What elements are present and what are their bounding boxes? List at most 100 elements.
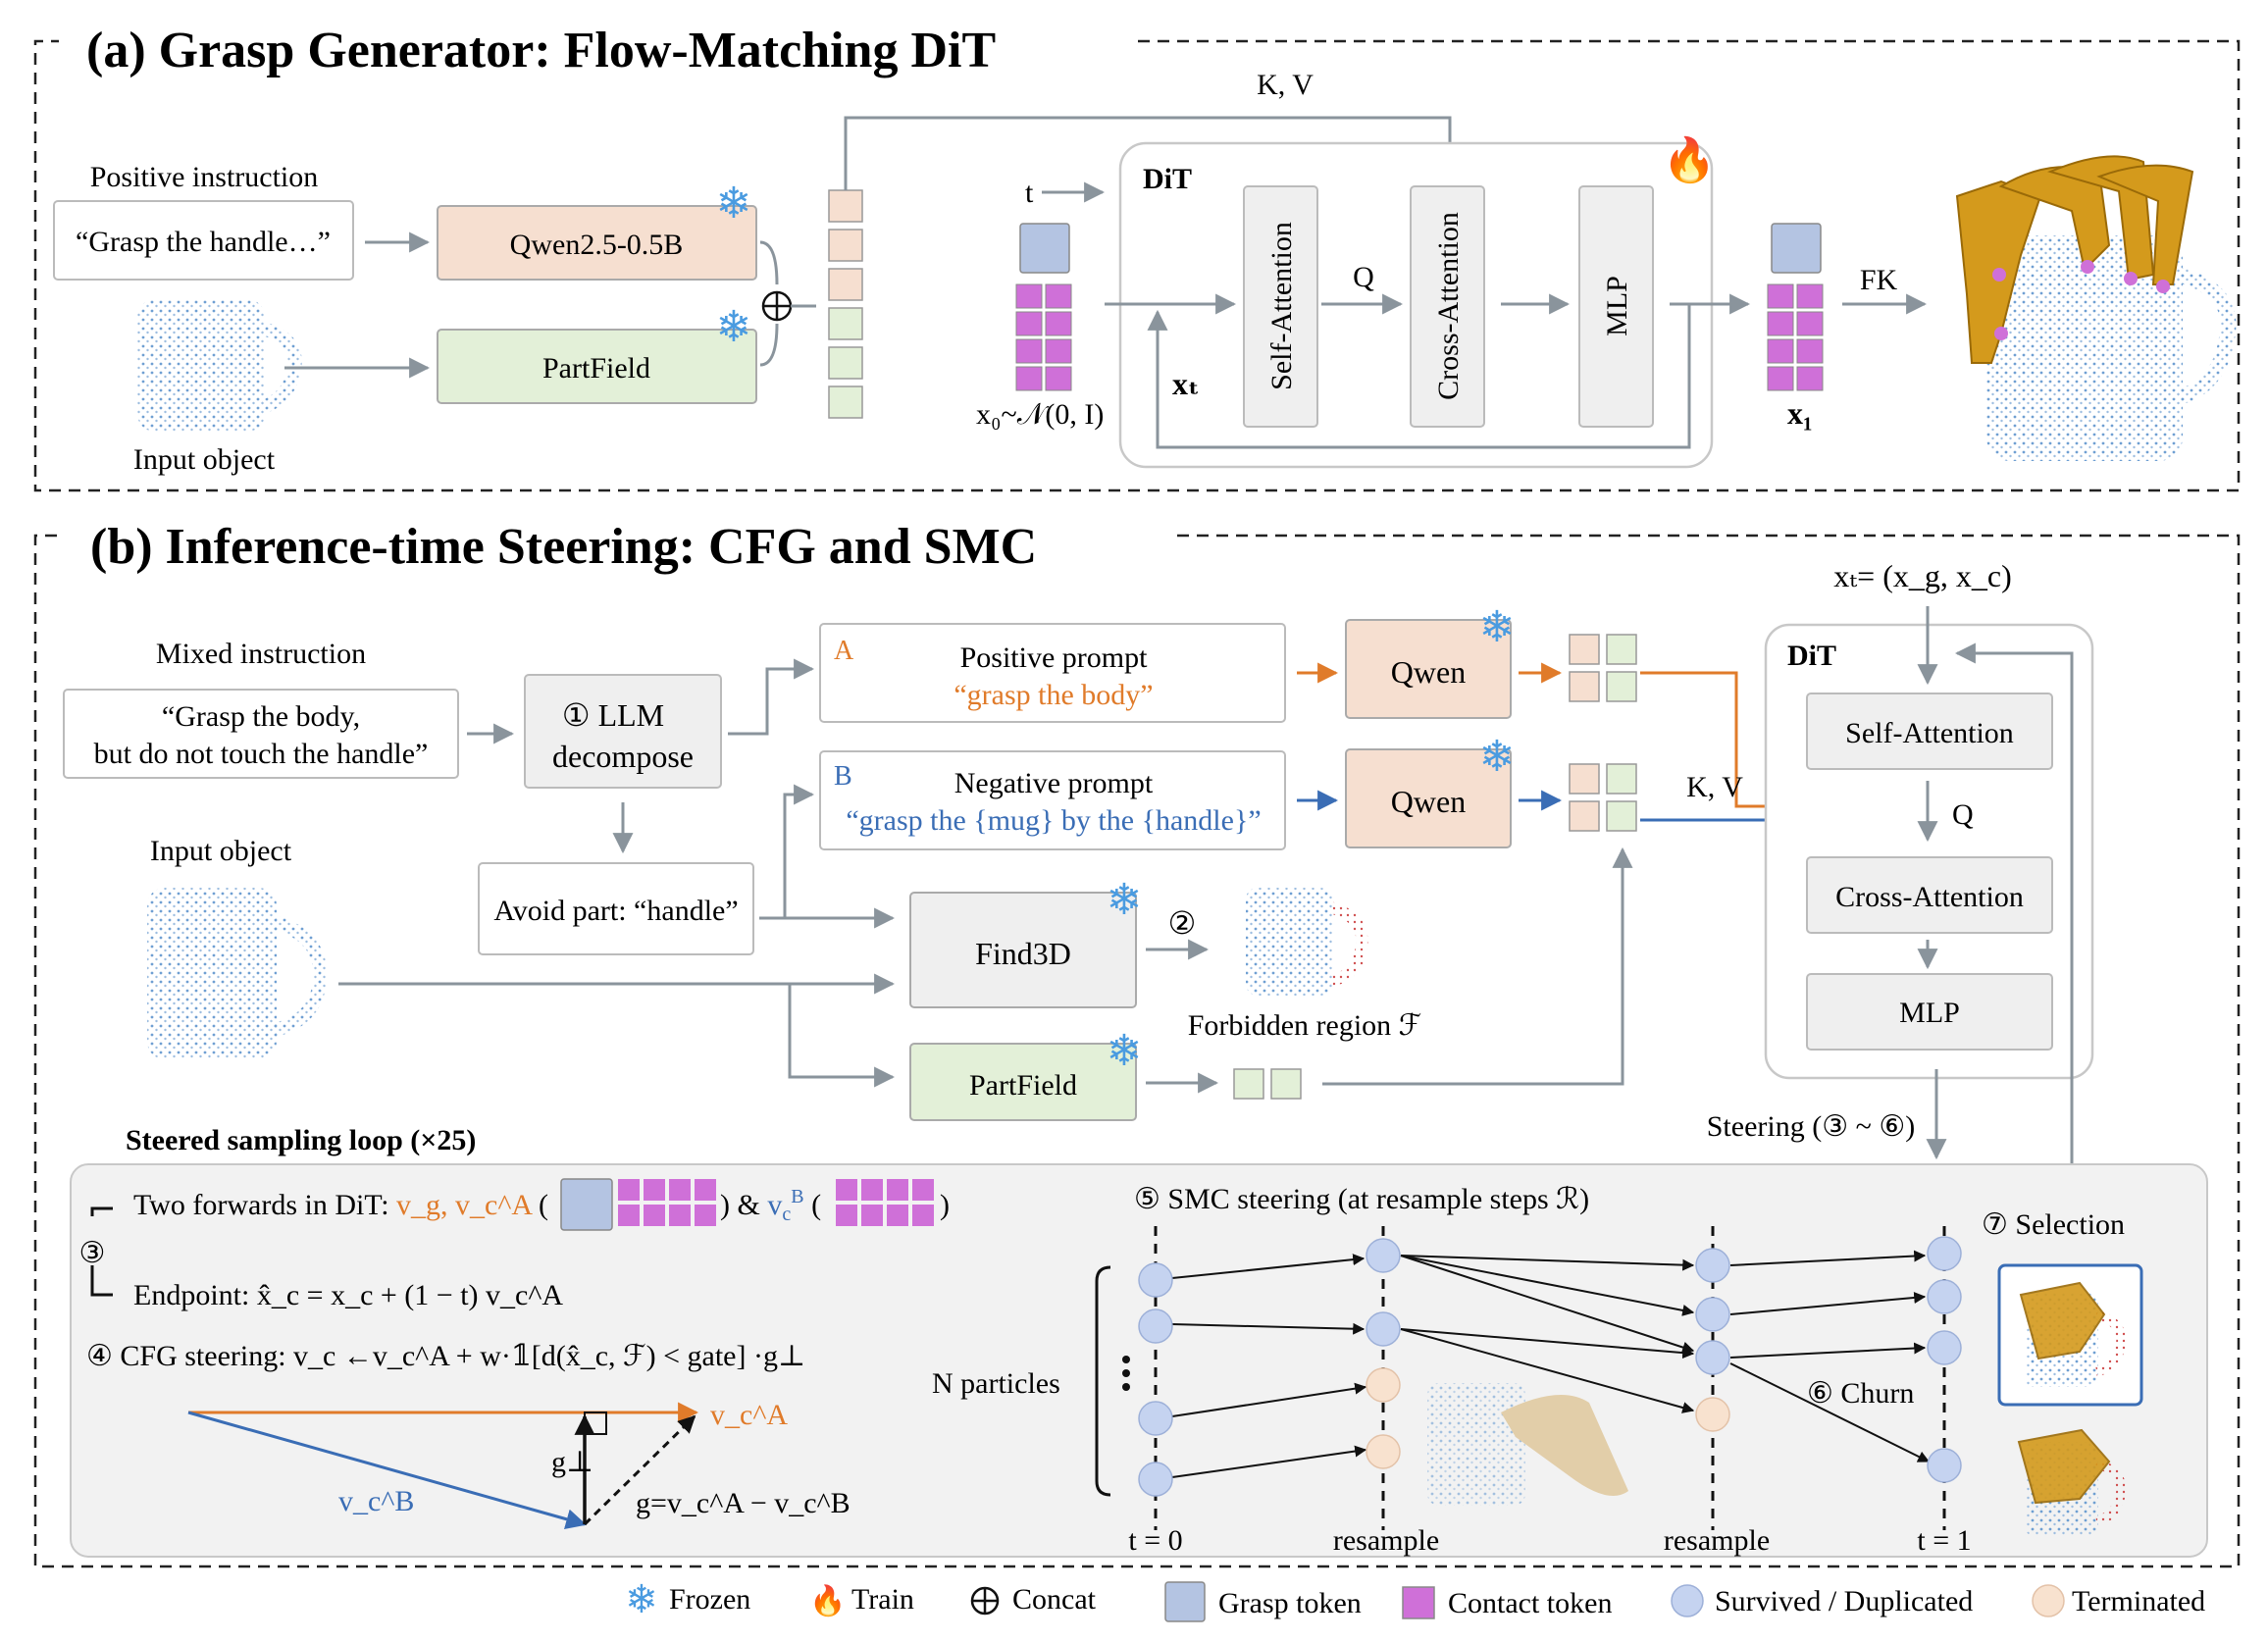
cfg-steering-text: ④ CFG steering: v_c ←v_c^A + w·𝟙[d(x̂_c,… bbox=[86, 1340, 805, 1372]
frozen-icon: ❄ bbox=[625, 1578, 658, 1621]
x1-label: x₁ bbox=[1787, 395, 1813, 431]
dit-label-b: DiT bbox=[1787, 640, 1836, 672]
mixed-instruction-line2: but do not touch the handle” bbox=[94, 738, 429, 770]
mug-pointcloud-a bbox=[137, 299, 302, 432]
self-attention-box-a bbox=[1243, 185, 1318, 428]
particle-arrows bbox=[1171, 1250, 1931, 1478]
mlp-label-a: MLP bbox=[1601, 276, 1633, 336]
qwen-label-positive: Qwen bbox=[1391, 654, 1466, 690]
contact-token-swatch bbox=[1402, 1586, 1435, 1619]
frozen-icon: ❄ bbox=[716, 180, 752, 228]
mug-pointcloud-b bbox=[147, 888, 328, 1059]
concat-icon bbox=[761, 290, 793, 322]
legend-frozen: Frozen bbox=[669, 1583, 750, 1616]
mlp-label-b: MLP bbox=[1899, 997, 1960, 1029]
two-forwards-vars: v_g, v_c^A bbox=[396, 1189, 533, 1221]
t-label-a: t bbox=[1025, 177, 1034, 209]
positive-cond-tokens bbox=[1569, 634, 1637, 702]
prompt-b-letter: B bbox=[834, 761, 852, 792]
train-icon: 🔥 bbox=[809, 1583, 846, 1617]
frozen-icon: ❄ bbox=[716, 303, 752, 351]
resample2-label: resample bbox=[1664, 1524, 1770, 1557]
prompt-b-text: “grasp the {mug} by the {handle}” bbox=[846, 804, 1261, 837]
vec-gperp-label: g⊥ bbox=[551, 1446, 593, 1478]
kv-label-b: K, V bbox=[1686, 771, 1743, 803]
alternate-grasp-render bbox=[2017, 1428, 2127, 1536]
svg-text:): ) bbox=[940, 1189, 950, 1221]
t0-label: t = 0 bbox=[1128, 1524, 1182, 1557]
forbidden-region-mug bbox=[1246, 888, 1368, 996]
self-attention-label-b: Self-Attention bbox=[1845, 717, 2014, 749]
churn-label: ⑥ Churn bbox=[1807, 1377, 1914, 1410]
find3d-label: Find3D bbox=[975, 936, 1071, 971]
n-particles-label: N particles bbox=[932, 1367, 1060, 1400]
mlp-box-a bbox=[1578, 185, 1654, 428]
hand-mug-render-mid bbox=[1427, 1383, 1628, 1506]
legend-train: Train bbox=[851, 1583, 914, 1616]
vec-vca-label: v_c^A bbox=[710, 1399, 788, 1431]
legend-contact-token: Contact token bbox=[1448, 1587, 1612, 1619]
smc-title: ⑤ SMC steering (at resample steps ℛ) bbox=[1134, 1183, 1589, 1215]
condition-tokens bbox=[828, 189, 863, 419]
panel-b: (b) Inference-time Steering: CFG and SMC… bbox=[33, 519, 2241, 1568]
kv-label-a: K, V bbox=[1257, 69, 1314, 101]
prompt-a-text: “grasp the body” bbox=[954, 679, 1153, 711]
particles bbox=[1138, 1236, 1962, 1497]
input-object-label-a: Input object bbox=[133, 443, 276, 476]
dit-label-a: DiT bbox=[1143, 163, 1192, 195]
xt-label-a: xₜ bbox=[1172, 366, 1200, 401]
sampling-loop-box bbox=[70, 1163, 2208, 1558]
two-forwards-label: Two forwards in DiT: bbox=[133, 1189, 396, 1221]
selected-grasp-render bbox=[2019, 1281, 2127, 1387]
prompt-a-title: Positive prompt bbox=[960, 641, 1149, 674]
legend-concat: Concat bbox=[1012, 1583, 1097, 1616]
mlp-box-b bbox=[1806, 973, 2053, 1051]
q-label-b: Q bbox=[1952, 798, 1974, 831]
positive-instruction-label: Positive instruction bbox=[90, 161, 319, 193]
frozen-icon: ❄ bbox=[1479, 733, 1516, 781]
avoid-part-box bbox=[478, 862, 754, 955]
step2-marker: ② bbox=[1168, 905, 1197, 941]
vec-g-label: g=v_c^A − v_c^B bbox=[636, 1487, 850, 1519]
contact-token-grid-a bbox=[618, 1179, 716, 1226]
prompt-b-title: Negative prompt bbox=[954, 767, 1154, 799]
negative-cond-tokens bbox=[1569, 763, 1637, 832]
partfield-label-a: PartField bbox=[542, 352, 650, 385]
vector-diagram bbox=[187, 1402, 699, 1529]
forbidden-region-label: Forbidden region ℱ bbox=[1188, 1009, 1422, 1042]
train-icon: 🔥 bbox=[1663, 135, 1717, 184]
cross-attention-label-b: Cross-Attention bbox=[1835, 881, 2024, 913]
contact-token-grid-b bbox=[836, 1179, 934, 1226]
resample1-label: resample bbox=[1333, 1524, 1439, 1557]
frozen-icon: ❄ bbox=[1107, 1027, 1143, 1075]
frozen-icon: ❄ bbox=[1479, 603, 1516, 651]
two-forwards-text: Two forwards in DiT: v_g, v_c^A ( bbox=[133, 1189, 548, 1221]
qwen-label-negative: Qwen bbox=[1391, 784, 1466, 819]
partfield-box-a bbox=[437, 329, 757, 404]
legend-survived: Survived / Duplicated bbox=[1715, 1585, 1973, 1617]
panel-a-title: (a) Grasp Generator: Flow-Matching DiT bbox=[86, 23, 996, 78]
qwen-box-a bbox=[437, 205, 757, 281]
endpoint-text: Endpoint: x̂_c = x_c + (1 − t) v_c^A bbox=[133, 1279, 563, 1311]
terminated-swatch bbox=[2032, 1584, 2065, 1617]
legend: ❄ Frozen 🔥 Train Concat Grasp token Cont… bbox=[625, 1578, 2205, 1622]
grasp-token-swatch bbox=[1164, 1581, 1206, 1622]
qwen-box-positive bbox=[1345, 619, 1512, 719]
frozen-icon: ❄ bbox=[1107, 876, 1143, 924]
x0-tokens bbox=[1015, 223, 1072, 391]
legend-terminated: Terminated bbox=[2072, 1585, 2205, 1617]
prompt-a-letter: A bbox=[834, 636, 854, 666]
xt-equation: xₜ= (x_g, x_c) bbox=[1833, 558, 2011, 593]
x0-label: x₀~𝒩(0, I) bbox=[976, 398, 1104, 431]
prompt-a-box bbox=[819, 623, 1286, 723]
selection-label: ⑦ Selection bbox=[1982, 1208, 2125, 1241]
cross-attention-box-b bbox=[1806, 856, 2053, 934]
llm-decompose-box bbox=[524, 674, 722, 789]
instruction-text: “Grasp the handle…” bbox=[76, 226, 331, 258]
mixed-instruction-label: Mixed instruction bbox=[156, 638, 366, 670]
survived-swatch bbox=[1671, 1584, 1704, 1617]
avoid-part-label: Avoid part: “handle” bbox=[493, 895, 738, 927]
hand-mug-render-a bbox=[1955, 155, 2237, 461]
panel-a: (a) Grasp Generator: Flow-Matching DiT P… bbox=[33, 23, 2241, 492]
fk-label: FK bbox=[1860, 264, 1898, 296]
